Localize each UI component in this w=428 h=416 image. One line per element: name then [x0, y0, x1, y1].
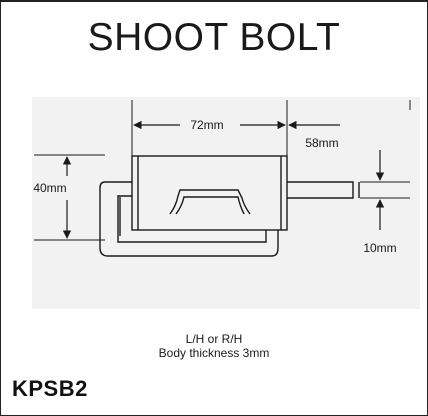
length-label: 72mm — [190, 118, 223, 132]
extension-label: 58mm — [305, 136, 338, 150]
bolt-diameter-label: 10mm — [363, 241, 396, 255]
thickness-note: Body thickness 3mm — [158, 346, 270, 360]
shoot-bolt-body — [99, 155, 360, 257]
handing-note: L/H or R/H — [185, 332, 243, 346]
extension-lines — [34, 100, 411, 241]
bolt-knob-inner — [175, 196, 245, 215]
bolt-housing — [131, 155, 288, 231]
page-title: SHOOT BOLT — [87, 16, 341, 59]
bolt-rod — [287, 181, 354, 199]
height-label: 40mm — [33, 181, 66, 195]
product-code: KPSB2 — [12, 376, 88, 401]
dimension-arrows — [62, 120, 385, 239]
bolt-knob-outer — [169, 189, 251, 215]
staple-outer — [99, 181, 279, 257]
